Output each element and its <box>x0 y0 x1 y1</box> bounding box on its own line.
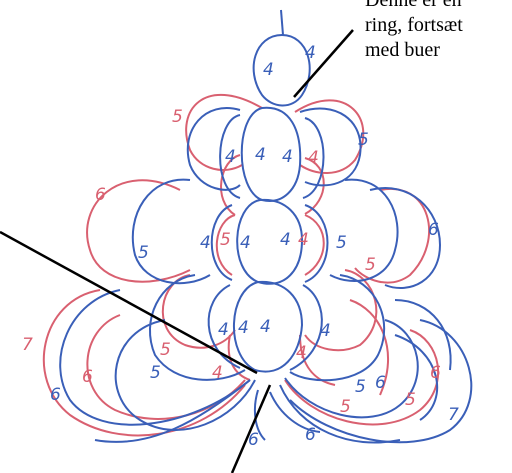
red-count-label: 6 <box>95 185 106 205</box>
red-count-label: 7 <box>22 335 33 355</box>
blue-ring <box>219 114 241 199</box>
blue-arc <box>114 319 256 431</box>
blue-arc <box>269 391 321 433</box>
blue-count-label: 4 <box>218 320 229 340</box>
blue-arc <box>394 299 452 371</box>
blue-arc <box>149 274 246 381</box>
pointer-lines <box>0 29 354 473</box>
blue-count-label: 4 <box>280 230 291 250</box>
blue-count-label: 4 <box>225 147 236 167</box>
red-arc <box>304 214 325 276</box>
red-count-label: 6 <box>430 363 441 383</box>
red-numbers: 5 4 6 5 4 5 4 5 7 6 5 4 5 6 <box>22 107 441 417</box>
blue-count-label: 4 <box>238 318 249 338</box>
blue-count-label: 4 <box>263 60 274 80</box>
red-count-label: 5 <box>365 255 376 275</box>
red-arc <box>299 334 336 386</box>
blue-numbers: 4 4 4 4 4 5 4 4 4 5 5 4 4 4 4 5 6 5 6 6 … <box>50 43 459 450</box>
blue-arc <box>289 274 386 382</box>
blue-stem <box>280 9 284 36</box>
red-arc <box>215 214 236 276</box>
blue-arc <box>289 319 473 444</box>
blue-arc <box>59 289 251 426</box>
blue-arc <box>94 379 251 443</box>
pointer-bottom <box>230 384 272 473</box>
blue-count-label: 6 <box>305 425 316 445</box>
blue-count-label: 4 <box>200 233 211 253</box>
blue-count-label: 4 <box>320 321 331 341</box>
blue-ring <box>210 204 233 281</box>
red-count-label: 4 <box>296 343 307 363</box>
annotation-text: Denne er en ring, fortsæt med buer <box>365 0 463 63</box>
blue-count-label: 4 <box>260 317 271 337</box>
blue-ring <box>207 284 241 369</box>
blue-count-label: 4 <box>255 145 266 165</box>
red-count-label: 4 <box>298 230 309 250</box>
blue-count-label: 6 <box>375 373 386 393</box>
blue-ring <box>240 106 302 202</box>
blue-count-label: 7 <box>448 405 459 425</box>
blue-ring <box>304 204 329 283</box>
red-count-label: 5 <box>340 397 351 417</box>
blue-count-label: 6 <box>248 430 259 450</box>
blue-arc <box>394 334 439 421</box>
blue-count-label: 5 <box>138 243 149 263</box>
annotation-line: med buer <box>365 39 440 61</box>
blue-count-label: 6 <box>50 385 61 405</box>
blue-arc <box>186 107 241 191</box>
blue-ring <box>236 198 304 285</box>
blue-count-label: 4 <box>305 43 316 63</box>
blue-count-label: 5 <box>358 130 369 150</box>
blue-arc <box>131 178 211 285</box>
red-count-label: 4 <box>212 363 223 383</box>
blue-arc <box>279 384 401 444</box>
red-arc <box>304 269 378 352</box>
blue-count-label: 5 <box>150 363 161 383</box>
blue-arc <box>329 178 399 283</box>
red-count-label: 5 <box>220 230 231 250</box>
blue-arc <box>299 107 362 187</box>
red-arc <box>220 154 241 216</box>
blue-ring <box>289 284 323 371</box>
red-count-label: 5 <box>172 107 183 127</box>
blue-count-label: 6 <box>428 220 439 240</box>
pointer-top <box>293 29 354 98</box>
blue-count-label: 5 <box>336 233 347 253</box>
blue-count-label: 4 <box>240 233 251 253</box>
blue-count-label: 5 <box>355 377 366 397</box>
red-arc <box>42 289 246 437</box>
red-count-label: 6 <box>82 367 93 387</box>
red-arc <box>161 274 236 349</box>
blue-ring <box>302 117 325 199</box>
annotation-line: ring, fortsæt <box>365 14 463 36</box>
red-count-label: 4 <box>308 148 319 168</box>
annotation-line: Denne er en <box>365 0 462 11</box>
blue-arc <box>369 187 442 290</box>
blue-arc <box>284 319 419 419</box>
blue-count-label: 4 <box>282 147 293 167</box>
red-arc <box>86 179 191 283</box>
blue-ring-arcs <box>59 9 473 444</box>
red-count-label: 5 <box>160 340 171 360</box>
blue-ring <box>233 280 304 373</box>
pointer-left <box>0 230 258 375</box>
blue-top-ring <box>252 33 311 107</box>
red-count-label: 5 <box>405 390 416 410</box>
red-arc <box>284 329 439 426</box>
